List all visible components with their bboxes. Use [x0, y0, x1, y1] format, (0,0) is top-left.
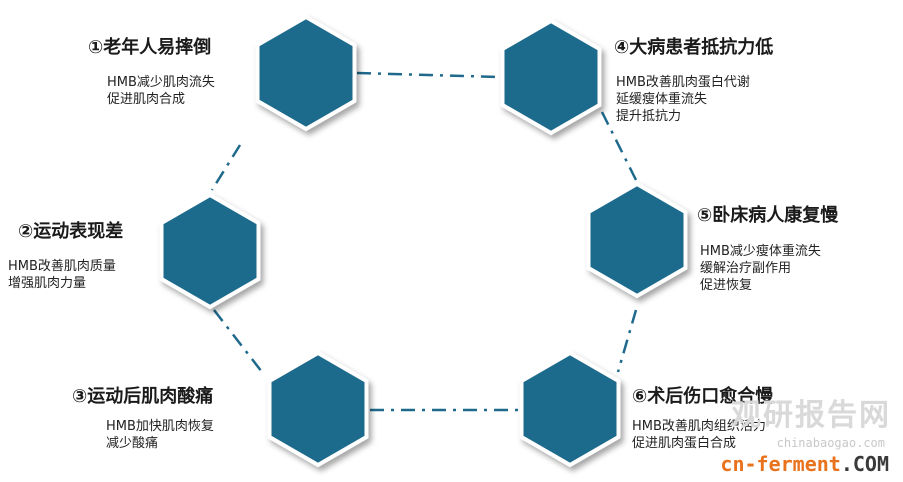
node-1-line-2: 促进肌肉合成: [107, 92, 186, 107]
node-4-line-3: 提升抵抗力: [616, 109, 682, 124]
node-1-line-1: HMB减少肌肉流失: [107, 75, 215, 90]
node-3-line-2: 减少酸痛: [106, 436, 159, 451]
node-5-line-2: 缓解治疗副作用: [700, 261, 792, 276]
node-2-desc: HMB改善肌肉质量 增强肌肉力量: [8, 258, 116, 292]
hexagon-node-4: [500, 18, 602, 136]
hexagon-node-5: [586, 181, 688, 299]
node-5-line-3: 促进恢复: [700, 278, 753, 293]
node-5-line-1: HMB减少瘦体重流失: [700, 244, 821, 259]
node-3-line-1: HMB加快肌肉恢复: [106, 419, 214, 434]
node-2-line-2: 增强肌肉力量: [8, 276, 87, 291]
node-6-line-2: 促进肌肉蛋白合成: [632, 436, 737, 451]
node-3-title: ③运动后肌肉酸痛: [72, 386, 214, 407]
node-2-line-1: HMB改善肌肉质量: [8, 259, 116, 274]
node-4-line-2: 延缓瘦体重流失: [616, 92, 708, 107]
node-4-desc: HMB改善肌肉蛋白代谢 延缓瘦体重流失 提升抵抗力: [616, 74, 750, 125]
node-3-desc: HMB加快肌肉恢复 减少酸痛: [106, 418, 214, 452]
node-4-title: ④大病患者抵抗力低: [614, 37, 774, 58]
watermark-domain: cn-ferment.COM: [720, 452, 889, 476]
connector-2-3: [213, 309, 263, 373]
connector-4-5: [600, 111, 638, 181]
connector-1-2: [210, 144, 242, 191]
node-4-line-1: HMB改善肌肉蛋白代谢: [616, 75, 750, 90]
node-5-desc: HMB减少瘦体重流失 缓解治疗副作用 促进恢复: [700, 243, 821, 294]
node-6-desc: HMB改善肌肉组织活力 促进肌肉蛋白合成: [632, 418, 766, 452]
hexagon-node-2: [159, 192, 261, 310]
connector-1-4: [356, 71, 501, 79]
watermark-domain-name: cn-ferment: [720, 452, 841, 476]
watermark-pinyin: chinabaogao.com: [776, 436, 885, 450]
hexagon-node-6: [519, 350, 621, 468]
watermark-text: 观研报告网: [731, 398, 891, 433]
hexagon-node-3: [267, 350, 369, 468]
node-5-title: ⑤卧床病人康复慢: [697, 205, 839, 226]
watermark-domain-tld: .COM: [840, 452, 889, 476]
node-6-line-1: HMB改善肌肉组织活力: [632, 419, 766, 434]
node-1-title: ①老年人易摔倒: [88, 37, 212, 58]
connector-5-6: [616, 309, 638, 373]
node-6-title: ⑥术后伤口愈合慢: [632, 386, 774, 407]
hexagon-node-1: [255, 14, 357, 132]
node-1-desc: HMB减少肌肉流失 促进肌肉合成: [107, 74, 215, 108]
node-2-title: ②运动表现差: [18, 221, 124, 242]
